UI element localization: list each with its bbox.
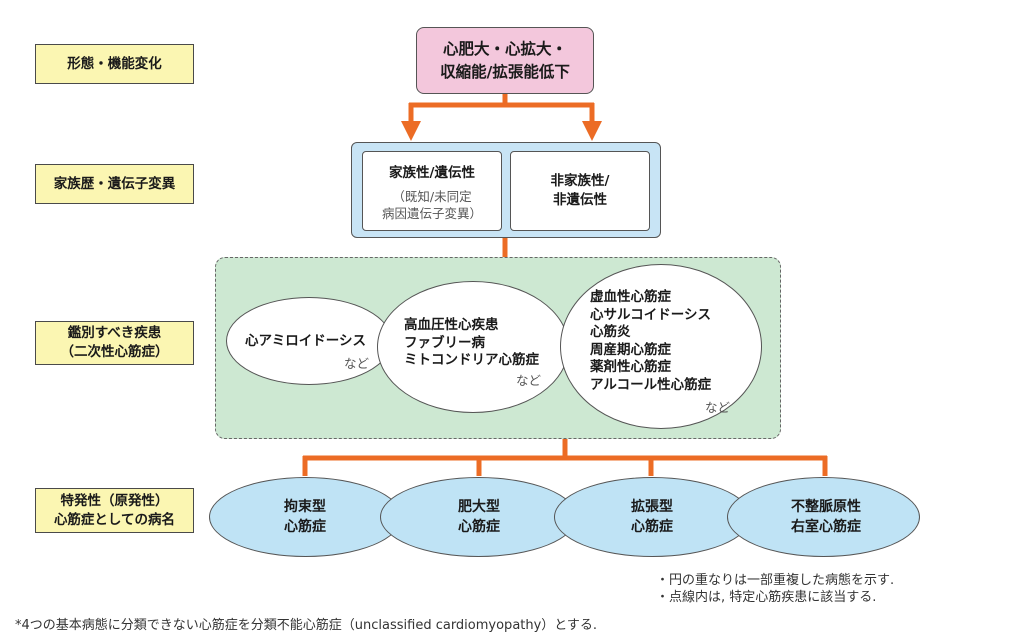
morphology-box: 心肥大・心拡大・ 収縮能/拡張能低下 bbox=[416, 27, 594, 94]
row-label-morphology: 形態・機能変化 bbox=[35, 44, 194, 84]
row-label-idiopathic: 特発性（原発性） 心筋症としての病名 bbox=[35, 488, 194, 533]
arvc-line2: 右室心筋症 bbox=[791, 519, 861, 535]
familial-box: 家族性/遺伝性 （既知/未同定 病因遺伝子変異） bbox=[362, 151, 502, 231]
restrictive-text: 拘束型 心筋症 bbox=[255, 497, 355, 537]
familial-title: 家族性/遺伝性 bbox=[389, 165, 475, 181]
amyloidosis-line: 心アミロイドーシス bbox=[245, 333, 366, 349]
ischemic-group-etc: など bbox=[705, 400, 731, 415]
hypertrophic-line2: 心筋症 bbox=[458, 519, 500, 535]
row-label-morphology-text: 形態・機能変化 bbox=[67, 55, 162, 72]
restrictive-line2: 心筋症 bbox=[284, 519, 326, 535]
morphology-line1: 心肥大・心拡大・ bbox=[442, 39, 567, 58]
row-label-idiopathic-line1: 特発性（原発性） bbox=[60, 492, 169, 509]
arvc-text: 不整脈原性 右室心筋症 bbox=[766, 497, 886, 537]
hypertrophic-line1: 肥大型 bbox=[458, 499, 500, 515]
ischemic-line: 虚血性心筋症 bbox=[590, 289, 671, 305]
drug-induced-line: 薬剤性心筋症 bbox=[590, 359, 671, 375]
myocarditis-line: 心筋炎 bbox=[590, 324, 631, 340]
familial-sub2: 病因遺伝子変異） bbox=[381, 206, 482, 221]
nonfamilial-line1: 非家族性/ bbox=[550, 173, 610, 189]
note-dashed: ・点線内は, 特定心筋疾患に該当する. bbox=[656, 590, 877, 605]
circle-ischemic-group bbox=[560, 264, 762, 429]
arrowhead-right bbox=[582, 121, 602, 141]
nonfamilial-line2: 非遺伝性 bbox=[553, 192, 607, 208]
hypertensive-line: 高血圧性心疾患 bbox=[404, 317, 499, 333]
row-label-differential: 鑑別すべき疾患 （二次性心筋症） bbox=[35, 321, 194, 365]
nonfamilial-box: 非家族性/ 非遺伝性 bbox=[510, 151, 650, 231]
morphology-line2: 収縮能/拡張能低下 bbox=[440, 62, 570, 81]
row-label-differential-line1: 鑑別すべき疾患 bbox=[67, 325, 162, 341]
row-label-differential-line2: （二次性心筋症） bbox=[60, 344, 169, 360]
arvc-line1: 不整脈原性 bbox=[791, 499, 861, 515]
familial-sub1: （既知/未同定 bbox=[392, 189, 472, 204]
sarcoidosis-line: 心サルコイドーシス bbox=[590, 306, 711, 323]
row-label-family-history: 家族歴・遺伝子変異 bbox=[35, 164, 194, 204]
fabry-line: ファブリー病 bbox=[404, 334, 485, 351]
family-history-group: 家族性/遺伝性 （既知/未同定 病因遺伝子変異） 非家族性/ 非遺伝性 bbox=[351, 142, 661, 238]
dilated-text: 拡張型 心筋症 bbox=[602, 497, 702, 537]
amyloidosis-etc: など bbox=[344, 356, 370, 371]
note-overlap: ・円の重なりは一部重複した病態を示す. bbox=[656, 573, 895, 588]
circle-amyloidosis bbox=[226, 297, 392, 385]
ellipse-dilated bbox=[554, 477, 751, 557]
ellipse-hypertrophic bbox=[380, 477, 577, 557]
circle-hypertensive-group bbox=[377, 281, 569, 413]
hypertensive-group-text: 高血圧性心疾患 ファブリー病 ミトコンドリア心筋症 bbox=[404, 317, 539, 370]
ellipse-restrictive bbox=[209, 477, 402, 557]
row-label-idiopathic-line2: 心筋症としての病名 bbox=[53, 511, 176, 528]
amyloidosis-text: 心アミロイドーシス bbox=[245, 333, 366, 351]
arrowhead-left bbox=[401, 121, 421, 141]
ellipse-arvc bbox=[727, 477, 920, 557]
row-label-family-history-text: 家族歴・遺伝子変異 bbox=[53, 175, 176, 192]
mitochondrial-line: ミトコンドリア心筋症 bbox=[404, 352, 539, 368]
dilated-line2: 心筋症 bbox=[631, 519, 673, 535]
footnote-unclassified: *4つの基本病態に分類できない心筋症を分類不能心筋症（unclassified … bbox=[15, 618, 598, 633]
hypertrophic-text: 肥大型 心筋症 bbox=[429, 497, 529, 537]
ischemic-group-text: 虚血性心筋症 心サルコイドーシス 心筋炎 周産期心筋症 薬剤性心筋症 アルコール… bbox=[590, 289, 711, 394]
peripartum-line: 周産期心筋症 bbox=[590, 341, 671, 358]
hypertensive-group-etc: など bbox=[516, 373, 542, 388]
alcoholic-line: アルコール性心筋症 bbox=[590, 376, 712, 393]
restrictive-line1: 拘束型 bbox=[284, 499, 326, 515]
dilated-line1: 拡張型 bbox=[631, 499, 673, 515]
